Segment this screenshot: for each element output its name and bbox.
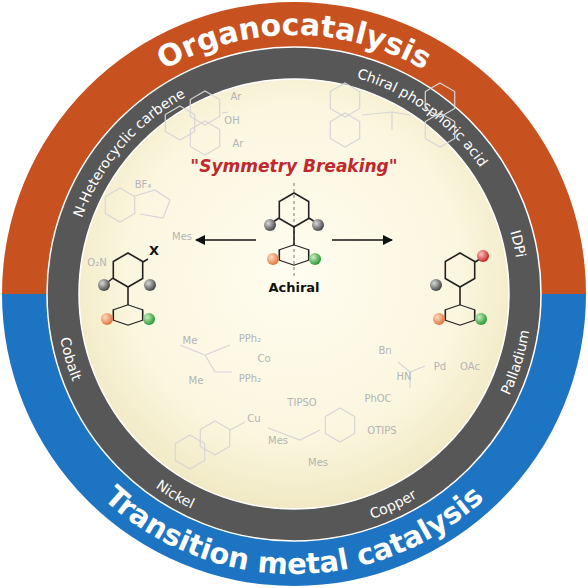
illustration-part	[362, 112, 410, 130]
illustration-part	[143, 313, 155, 325]
illustration-part	[105, 188, 134, 222]
ring-label: IDPi	[507, 228, 529, 258]
illustration-part	[309, 218, 315, 222]
structure-label: Mes	[308, 457, 328, 468]
caption-text: Achiral	[268, 280, 319, 295]
structure-label: O₂N	[87, 257, 106, 268]
illustration-part	[425, 83, 454, 117]
illustration-part	[293, 227, 295, 245]
structure-label: Ar	[233, 138, 244, 149]
illustration-part	[279, 245, 308, 265]
band-title: Organocatalysis	[151, 7, 438, 76]
illustration-part	[294, 183, 295, 276]
illustration-part	[325, 408, 354, 442]
illustration-part	[113, 253, 142, 287]
illustration-part	[230, 422, 320, 440]
illustration-part	[273, 218, 279, 222]
illustration-part	[196, 239, 256, 241]
ring-edge	[47, 47, 541, 541]
ring-shape	[63, 63, 525, 525]
illustration-part	[108, 253, 148, 325]
illustration-part	[165, 106, 194, 140]
illustration-part	[190, 91, 219, 125]
illustration-part	[445, 253, 474, 287]
illustration-part	[127, 287, 129, 305]
illustration-part	[190, 121, 219, 155]
illustration-part	[98, 279, 110, 291]
illustration-part	[279, 193, 308, 227]
illustration-part	[433, 313, 445, 325]
illustration-part	[273, 193, 315, 265]
structure-label: HN	[397, 371, 412, 382]
illustration-part	[477, 250, 489, 262]
illustration-part	[101, 313, 113, 325]
illustration-part	[309, 253, 321, 265]
structure-label: BF₄	[135, 179, 152, 190]
illustration-part	[108, 278, 113, 282]
structure-label: Co	[257, 353, 270, 364]
illustration-part	[264, 219, 276, 231]
illustration-part	[332, 239, 392, 241]
illustration-part	[445, 305, 474, 325]
illustration-part	[135, 190, 170, 218]
illustration-part	[330, 83, 359, 117]
structure-label: Pd	[434, 361, 446, 372]
structure-label: OTIPS	[367, 425, 396, 436]
disc-shape	[79, 79, 509, 509]
structure-label: OH	[224, 115, 239, 126]
illustration-part	[180, 345, 232, 372]
ring-label: N-Heterocyclic carbene	[70, 85, 188, 219]
illustration-part	[398, 362, 425, 388]
structure-label: Bn	[378, 345, 391, 356]
illustration-part	[312, 219, 324, 231]
ring-label: Palladium	[497, 328, 532, 396]
illustration-part	[200, 421, 229, 455]
band-shape	[2, 2, 586, 294]
illustration-part	[222, 112, 228, 113]
illustration-part	[445, 253, 480, 325]
illustration-part	[105, 83, 454, 469]
substituent-label: X	[149, 243, 159, 258]
illustration-part	[475, 313, 487, 325]
illustration-part	[425, 113, 454, 147]
structure-label: Me	[189, 375, 204, 386]
ring-label: Nickel	[153, 477, 197, 512]
illustration-part	[475, 259, 480, 262]
structure-label: OAc	[460, 361, 480, 372]
ring-label: Copper	[367, 486, 419, 522]
structure-label: TIPSO	[287, 397, 316, 408]
illustration-part	[267, 253, 279, 265]
illustration-part	[175, 435, 204, 469]
structure-label: Cu	[247, 413, 260, 424]
illustration-part	[143, 259, 148, 262]
illustration-part	[430, 279, 442, 291]
band-shape	[2, 294, 586, 586]
illustration-part	[330, 113, 359, 147]
illustration-part	[113, 305, 142, 325]
illustration-part	[459, 287, 461, 305]
heading-text: "Symmetry Breaking"	[190, 156, 397, 176]
structure-label: Mes	[268, 435, 288, 446]
structure-label: PhOC	[364, 393, 391, 404]
band-title: Transition metal catalysis	[98, 479, 489, 582]
structure-label: Ar	[231, 91, 242, 102]
structure-label: Me	[183, 335, 198, 346]
ring-label: Cobalt	[57, 336, 85, 384]
ring-label: Chiral phosphoric acid	[356, 65, 491, 169]
structure-label: Mes	[172, 231, 192, 242]
structure-label: PPh₂	[239, 333, 261, 344]
illustration-part	[144, 279, 156, 291]
structure-label: PPh₂	[239, 373, 261, 384]
